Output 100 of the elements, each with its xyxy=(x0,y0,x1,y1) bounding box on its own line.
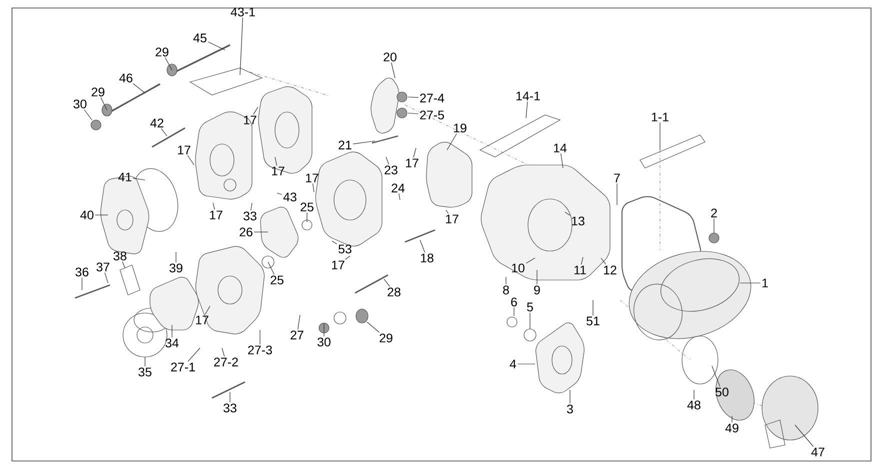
leader-line xyxy=(600,258,606,265)
callout-number: 4 xyxy=(510,360,516,368)
leader-line xyxy=(420,240,426,253)
callout-number: 50 xyxy=(716,388,728,396)
callout-number: 1-1 xyxy=(652,112,668,122)
callout-number: 23 xyxy=(384,166,398,174)
callout-number: 27-2 xyxy=(214,358,238,366)
leader-line xyxy=(391,62,396,78)
callout-number: 12 xyxy=(604,266,616,274)
callout-number: 29 xyxy=(92,88,104,96)
leader-line xyxy=(580,256,584,265)
callout-number: 26 xyxy=(240,228,252,236)
callout-number: 21 xyxy=(338,140,352,150)
callout-number: 51 xyxy=(586,316,600,326)
leader-line xyxy=(398,193,400,200)
callout-number: 33 xyxy=(244,212,256,220)
callout-number: 47 xyxy=(811,448,824,456)
callout-number: 27-4 xyxy=(420,94,444,102)
leader-line xyxy=(526,101,528,118)
leader-line xyxy=(164,57,172,70)
callout-number: 17 xyxy=(332,260,344,270)
callout-number: 29 xyxy=(156,48,168,56)
callout-number: 43 xyxy=(283,192,296,202)
leader-line xyxy=(222,348,225,357)
callout-number: 14-1 xyxy=(516,92,540,100)
callout-number: 33 xyxy=(224,404,236,412)
leader-line xyxy=(84,109,92,120)
leader-line xyxy=(250,202,252,211)
callout-number: 48 xyxy=(687,400,700,410)
callout-number: 13 xyxy=(572,216,584,226)
leader-line xyxy=(208,42,226,50)
leader-line xyxy=(526,258,536,264)
callout-number: 28 xyxy=(388,288,400,296)
callout-number: 14 xyxy=(554,144,567,152)
callout-number: 17 xyxy=(272,166,284,176)
leader-line xyxy=(187,155,194,166)
callout-number: 6 xyxy=(511,298,517,306)
callout-number: 20 xyxy=(384,52,396,62)
leader-line xyxy=(212,202,215,210)
leader-line xyxy=(332,240,338,244)
leader-line xyxy=(712,366,720,387)
callout-number: 46 xyxy=(119,74,132,82)
leader-line xyxy=(345,256,350,260)
callout-number: 25 xyxy=(270,276,284,284)
leader-line xyxy=(564,212,570,216)
leader-line xyxy=(94,214,108,216)
callout-number: 39 xyxy=(170,264,182,272)
leader-line xyxy=(408,112,419,114)
callout-number: 27-1 xyxy=(171,362,195,372)
leader-line xyxy=(298,314,300,330)
leader-line xyxy=(204,306,210,315)
callout-number: 45 xyxy=(193,34,206,42)
callout-number: 19 xyxy=(454,124,466,132)
callout-number: 17 xyxy=(244,116,256,124)
callout-number: 27-3 xyxy=(248,346,272,354)
callout-number: 18 xyxy=(421,254,434,262)
leader-line xyxy=(122,261,126,268)
callout-number: 35 xyxy=(138,368,152,376)
leader-line xyxy=(384,278,390,287)
callout-number: 17 xyxy=(446,214,458,224)
leader-line xyxy=(794,424,814,447)
leader-line xyxy=(144,356,146,367)
callout-number: 17 xyxy=(196,316,208,324)
leader-line xyxy=(408,96,419,98)
callout-number: 41 xyxy=(118,172,132,182)
callout-number: 17 xyxy=(210,210,222,220)
callout-number: 17 xyxy=(306,174,318,182)
callout-number: 10 xyxy=(512,264,524,272)
leader-line xyxy=(413,148,416,158)
leader-line xyxy=(446,210,449,214)
leader-line xyxy=(188,348,200,362)
leader-line xyxy=(274,156,278,166)
callout-number: 29 xyxy=(380,334,392,342)
callout-number: 25 xyxy=(300,202,314,212)
callout-number: 30 xyxy=(74,100,86,108)
leader-line xyxy=(446,133,457,150)
callout-number: 36 xyxy=(76,268,88,276)
leader-line xyxy=(306,212,308,222)
callout-number: 5 xyxy=(527,302,533,312)
leader-line xyxy=(386,156,390,165)
callout-number: 37 xyxy=(96,262,110,272)
callout-number: 42 xyxy=(150,118,164,128)
callout-number: 27 xyxy=(290,330,304,340)
callout-number: 1 xyxy=(762,278,768,288)
leader-line xyxy=(240,17,244,76)
leader-line xyxy=(312,183,314,192)
leader-line xyxy=(104,272,108,284)
leader-line xyxy=(740,282,761,284)
callout-number: 2 xyxy=(711,208,717,218)
callout-number: 49 xyxy=(725,424,738,432)
leader-line xyxy=(268,262,274,275)
leader-line xyxy=(276,192,282,195)
leader-line xyxy=(132,83,146,94)
leader-line xyxy=(253,106,258,115)
leader-line xyxy=(592,300,594,316)
callout-number: 53 xyxy=(338,244,352,254)
callout-number: 17 xyxy=(406,158,418,168)
leader-line xyxy=(352,140,376,144)
leader-line xyxy=(100,97,108,110)
callout-number: 38 xyxy=(114,252,126,260)
